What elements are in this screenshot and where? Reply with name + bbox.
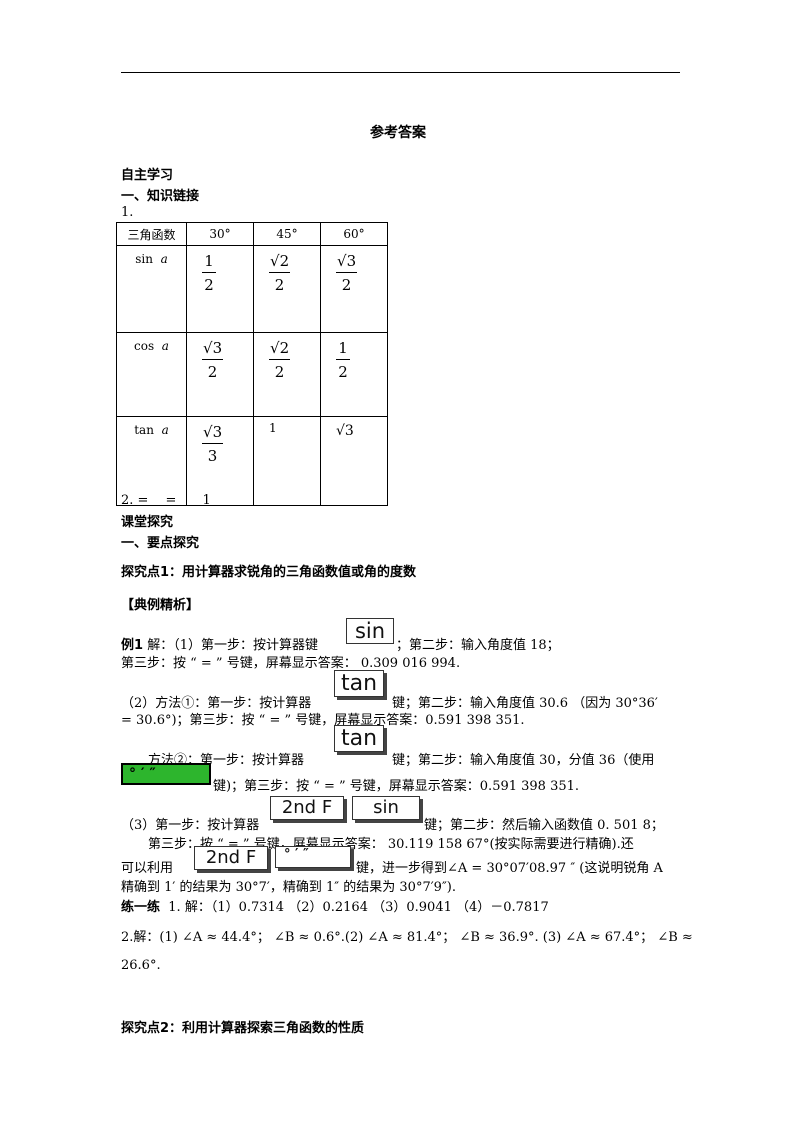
dms-key-image-green: ° ′ ″ <box>121 763 211 785</box>
example-line-2: 第三步：按 “ = ” 号键，屏幕显示答案： 0.309 016 994. <box>121 656 461 671</box>
2nd-f-key-image-2: 2nd F <box>194 846 268 870</box>
example-line-3b: 键；第二步：输入角度值 30.6 （因为 30°36′ <box>392 696 658 711</box>
example-line-4: = 30.6°)；第三步：按 “ = ” 号键，屏幕显示答案：0.591 398… <box>121 713 525 728</box>
example-line-9a: 可以利用 <box>121 861 174 876</box>
example-line-3a: （2）方法①：第一步：按计算器 <box>121 696 312 711</box>
example-line-6: 键)；第三步：按 “ = ” 号键，屏幕显示答案：0.591 398 351. <box>213 779 580 794</box>
tan-key-image: tan <box>334 670 384 697</box>
practice-line-1: 练一练 1. 解：（1）0.7314 （2）0.2164 （3）0.9041 （… <box>121 900 549 915</box>
example-line-5b: 键；第二步：输入角度值 30，分值 36（使用 <box>392 753 655 768</box>
tan-key-image-2: tan <box>334 725 384 752</box>
point-1-title: 探究点1：用计算器求锐角的三角函数值或角的度数 <box>121 565 417 580</box>
table-header-cell: 30° <box>186 222 254 246</box>
example-line-7a: （3）第一步：按计算器 <box>121 818 260 833</box>
row-label-tan: tan a <box>116 416 187 506</box>
example-line-10: 精确到 1′ 的结果为 30°7′，精确到 1″ 的结果为 30°7′9″). <box>121 880 457 895</box>
sin-key-image: sin <box>346 618 394 644</box>
table-header-row: 三角函数 30° 45° 60° <box>116 222 388 246</box>
2nd-f-key-image: 2nd F <box>270 796 344 820</box>
section-self-study: 自主学习 <box>121 168 174 183</box>
section-knowledge: 一、知识链接 <box>121 189 200 204</box>
table-header-cell: 60° <box>320 222 388 246</box>
header-rule <box>121 72 680 73</box>
practice-line-3: 26.6°. <box>121 958 161 973</box>
section-class: 课堂探究 <box>121 515 174 530</box>
dms-key-image: ° ′ ″ <box>275 846 351 868</box>
example-line-7b: 键；第二步：然后输入函数值 0. 501 8； <box>424 818 664 833</box>
table-header-cell: 45° <box>253 222 321 246</box>
example-line-1b: ；第二步：输入角度值 18； <box>396 638 560 653</box>
sin-key-image-2: sin <box>352 796 420 820</box>
example-line-8: 第三步：按 “ = ” 号键，屏幕显示答案： 30.119 158 67°(按实… <box>148 837 634 852</box>
example-line-1a: 例1 解：（1）第一步：按计算器键 <box>121 638 318 653</box>
practice-label: 练一练 <box>121 900 161 915</box>
page-title: 参考答案 <box>370 125 426 141</box>
section-points: 一、要点探究 <box>121 536 200 551</box>
row-label-sin: sin a <box>116 245 187 333</box>
table-header-cell: 三角函数 <box>116 222 187 246</box>
example-line-9b: 键，进一步得到∠A = 30°07′08.97 ″ (这说明锐角 A <box>356 861 663 876</box>
row-label-cos: cos a <box>116 332 187 417</box>
example-heading: 【典例精析】 <box>121 598 200 613</box>
item-1-label: 1. <box>121 205 134 220</box>
example-1-label: 例1 <box>121 638 144 653</box>
point-2-title: 探究点2：利用计算器探索三角函数的性质 <box>121 1021 365 1036</box>
practice-line-2: 2.解：(1) ∠A ≈ 44.4°； ∠B ≈ 0.6°.(2) ∠A ≈ 8… <box>121 930 693 945</box>
cell-tan-60: √3 <box>320 416 388 506</box>
item-2: 2. = = 1 <box>121 493 211 508</box>
cell-tan-45: 1 <box>253 416 321 506</box>
